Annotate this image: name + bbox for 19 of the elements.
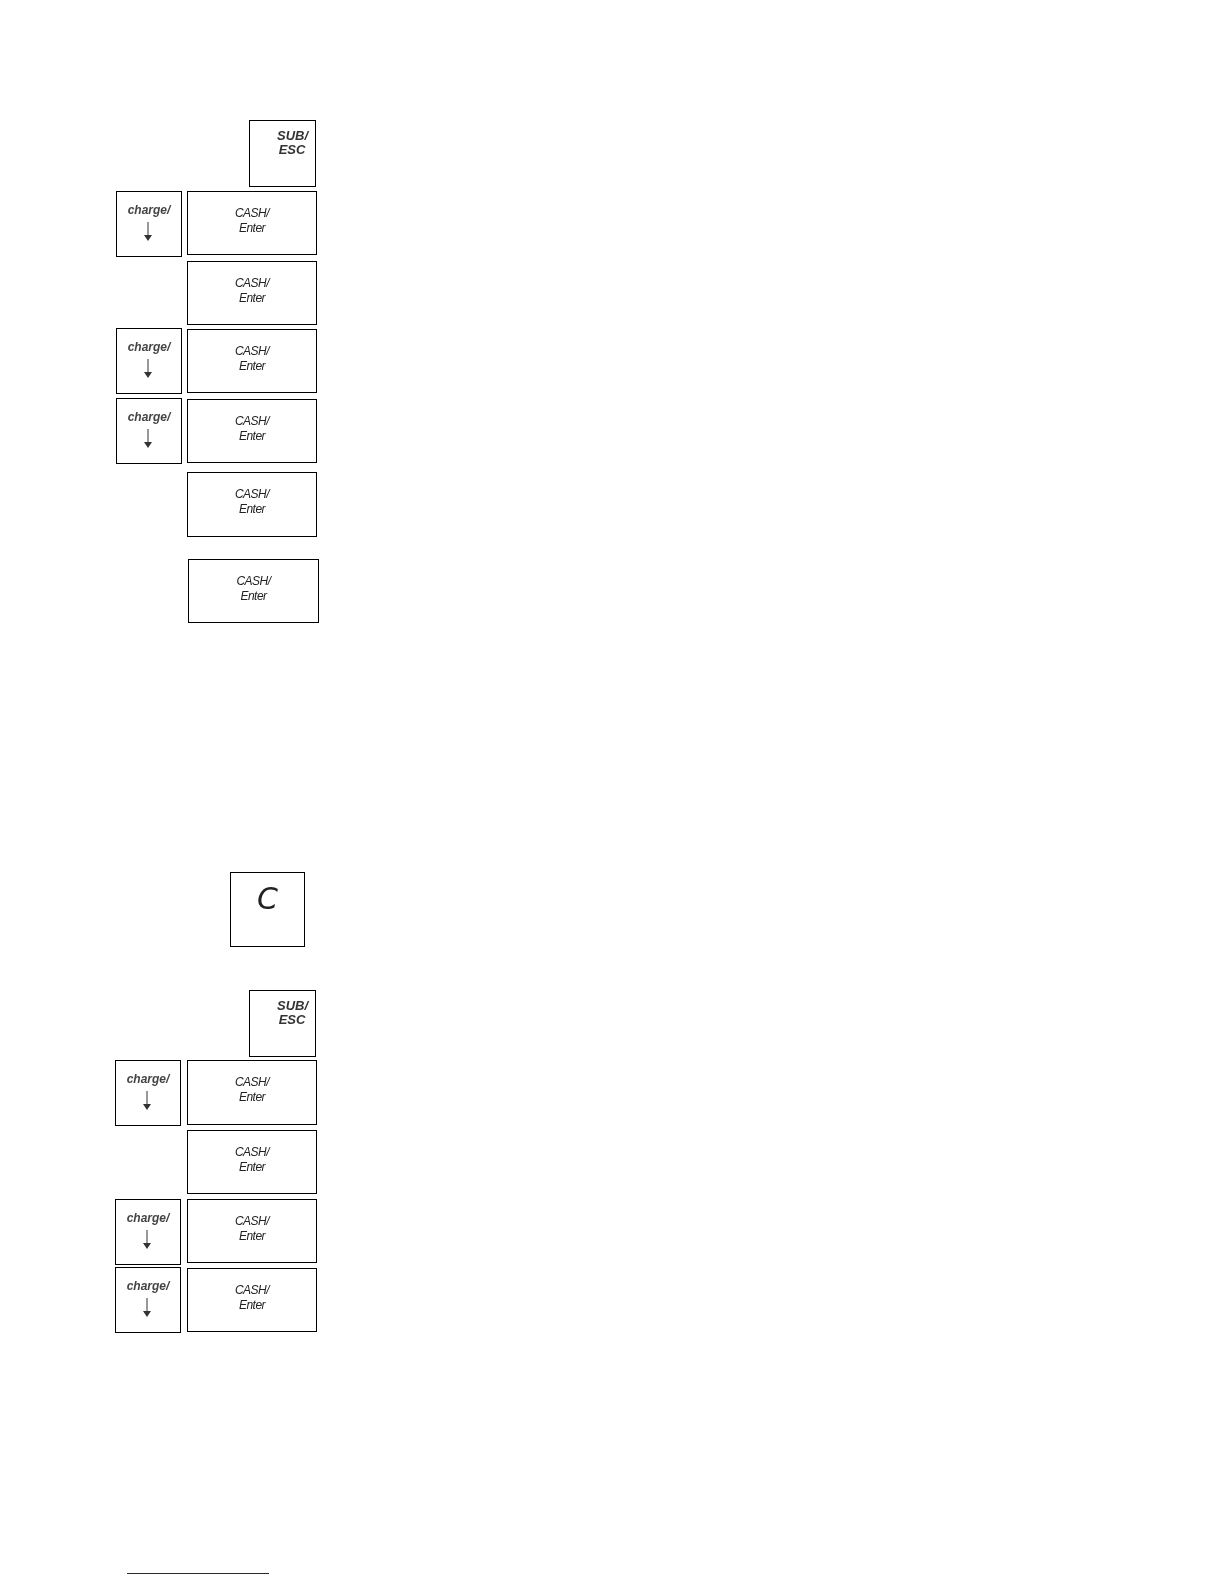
key-button: charge/ [115, 1267, 181, 1333]
key-button: CASH/ Enter [187, 1268, 317, 1332]
key-button: CASH/ Enter [187, 399, 317, 463]
key-button: SUB/ ESC [249, 990, 316, 1057]
key-button: CASH/ Enter [187, 1130, 317, 1194]
key-button: CASH/ Enter [187, 472, 317, 537]
key-button: CASH/ Enter [187, 1199, 317, 1263]
key-button: CASH/ Enter [188, 559, 319, 623]
key-button: charge/ [116, 191, 182, 257]
key-button: CASH/ Enter [187, 329, 317, 393]
key-button: SUB/ ESC [249, 120, 316, 187]
key-button: charge/ [115, 1199, 181, 1265]
key-button: CASH/ Enter [187, 191, 317, 255]
key-button: charge/ [115, 1060, 181, 1126]
key-button: CASH/ Enter [187, 261, 317, 325]
key-button: charge/ [116, 328, 182, 394]
key-button: CASH/ Enter [187, 1060, 317, 1125]
key-button: C [230, 872, 305, 947]
key-button: charge/ [116, 398, 182, 464]
